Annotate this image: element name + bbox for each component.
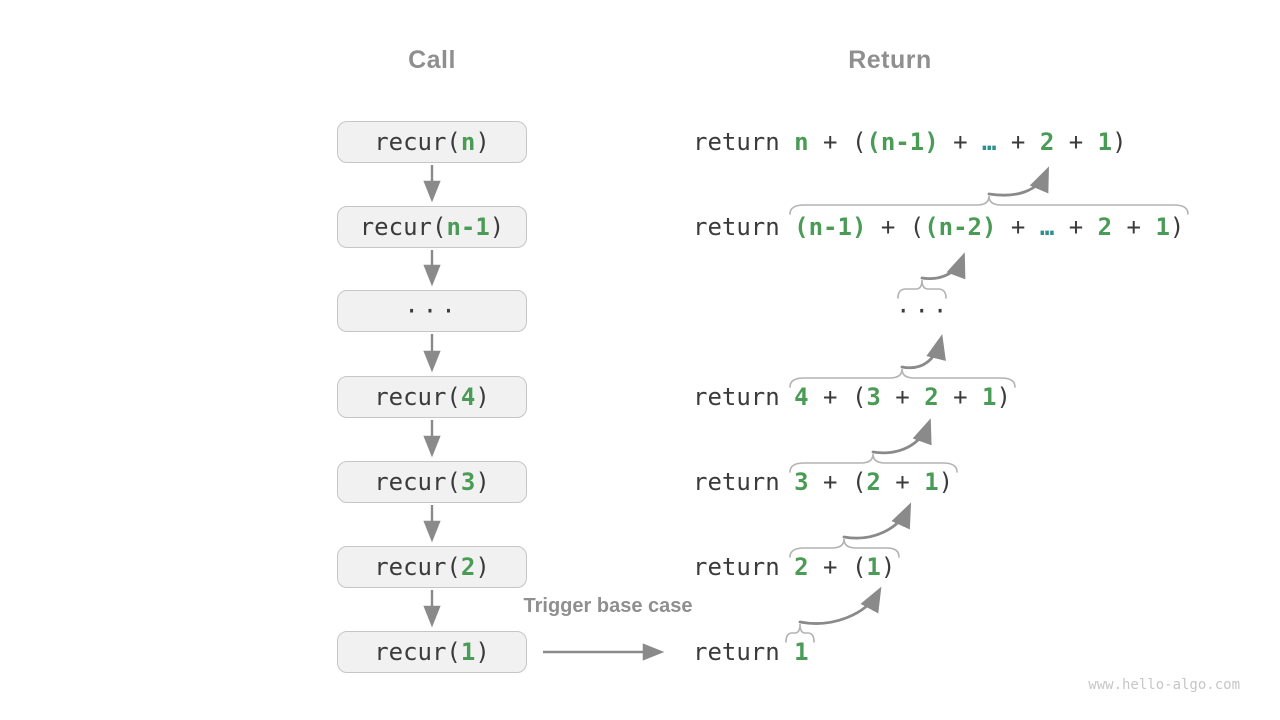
code-token: 1: [1097, 128, 1113, 156]
return-row: return n + ((n-1) + … + 2 + 1): [693, 126, 1127, 158]
code-token: ···: [404, 297, 460, 325]
code-token: return: [693, 638, 795, 666]
code-token: (n-2): [924, 213, 997, 241]
code-token: 1: [1155, 213, 1170, 241]
code-token: ···: [896, 297, 952, 325]
code-token: ): [1169, 213, 1185, 241]
code-token: + (: [808, 468, 867, 496]
call-box: recur(n): [337, 121, 527, 163]
code-token: 1: [794, 638, 809, 666]
return-column-header: Return: [848, 46, 932, 74]
code-token: return: [693, 383, 795, 411]
code-token: 2: [794, 553, 809, 581]
code-token: return: [693, 128, 795, 156]
return-arrow-3to2-icon: [920, 252, 966, 281]
code-token: ): [1112, 128, 1127, 156]
code-token: …: [1039, 213, 1055, 241]
return-row: return 3 + (2 + 1): [693, 466, 953, 498]
code-token: 2: [924, 383, 939, 411]
call-box: recur(3): [337, 461, 527, 503]
code-token: +: [996, 128, 1040, 156]
code-token: ): [880, 553, 896, 581]
code-token: 1: [924, 468, 939, 496]
code-token: n: [794, 128, 809, 156]
code-token: + (: [808, 128, 867, 156]
return-arrow-2to1-icon: [987, 166, 1049, 197]
code-token: ): [475, 468, 490, 496]
code-token: recur(: [374, 468, 461, 496]
code-token: +: [880, 383, 925, 411]
code-token: n-1: [446, 213, 490, 241]
code-token: recur(: [359, 213, 447, 241]
trigger-base-case-label: Trigger base case: [523, 595, 693, 617]
code-token: ): [938, 468, 954, 496]
code-token: +: [996, 213, 1040, 241]
code-token: return: [693, 468, 795, 496]
call-box: recur(4): [337, 376, 527, 418]
code-token: ): [489, 213, 505, 241]
call-box: recur(n-1): [337, 206, 527, 248]
code-token: + (: [866, 213, 925, 241]
code-token: 3: [794, 468, 809, 496]
call-column-header: Call: [408, 46, 456, 74]
code-token: …: [982, 128, 997, 156]
return-arrow-4to3-icon: [900, 334, 946, 370]
code-token: (n-1): [794, 213, 867, 241]
code-token: 1: [982, 383, 997, 411]
code-token: return: [693, 553, 795, 581]
call-box: recur(1): [337, 631, 527, 673]
code-token: +: [938, 383, 983, 411]
return-arrow-6to5-icon: [842, 502, 912, 540]
code-token: 4: [794, 383, 809, 411]
watermark: www.hello-algo.com: [1088, 677, 1240, 693]
code-token: 2: [1097, 213, 1113, 241]
code-token: ): [475, 553, 490, 581]
code-token: +: [1112, 213, 1156, 241]
code-token: ): [475, 383, 490, 411]
code-token: +: [1054, 128, 1098, 156]
code-token: recur(: [374, 383, 461, 411]
code-token: ): [996, 383, 1011, 411]
call-box: recur(2): [337, 546, 527, 588]
return-row-ellipsis: ···: [896, 295, 948, 327]
code-token: n: [460, 128, 476, 156]
code-token: recur(: [374, 553, 461, 581]
code-token: 2: [1039, 128, 1055, 156]
code-token: + (: [808, 553, 867, 581]
return-row: return (n-1) + ((n-2) + … + 2 + 1): [693, 211, 1184, 243]
code-token: 1: [460, 638, 476, 666]
return-row: return 1: [693, 636, 809, 668]
code-token: ): [475, 128, 490, 156]
code-token: return: [693, 213, 795, 241]
code-token: 4: [460, 383, 476, 411]
code-token: 2: [460, 553, 476, 581]
code-token: +: [938, 128, 983, 156]
return-row: return 2 + (1): [693, 551, 895, 583]
return-arrow-7to6-icon: [798, 586, 882, 625]
code-token: +: [1054, 213, 1098, 241]
code-token: + (: [808, 383, 867, 411]
call-box-ellipsis: ···: [337, 290, 527, 332]
code-token: 1: [866, 553, 881, 581]
code-token: recur(: [374, 638, 461, 666]
code-token: 2: [866, 468, 881, 496]
code-token: (n-1): [866, 128, 939, 156]
return-row: return 4 + (3 + 2 + 1): [693, 381, 1011, 413]
code-token: ): [475, 638, 490, 666]
code-token: recur(: [374, 128, 461, 156]
code-token: +: [880, 468, 925, 496]
code-token: 3: [460, 468, 476, 496]
return-arrow-5to4-icon: [871, 418, 932, 455]
code-token: 3: [866, 383, 881, 411]
